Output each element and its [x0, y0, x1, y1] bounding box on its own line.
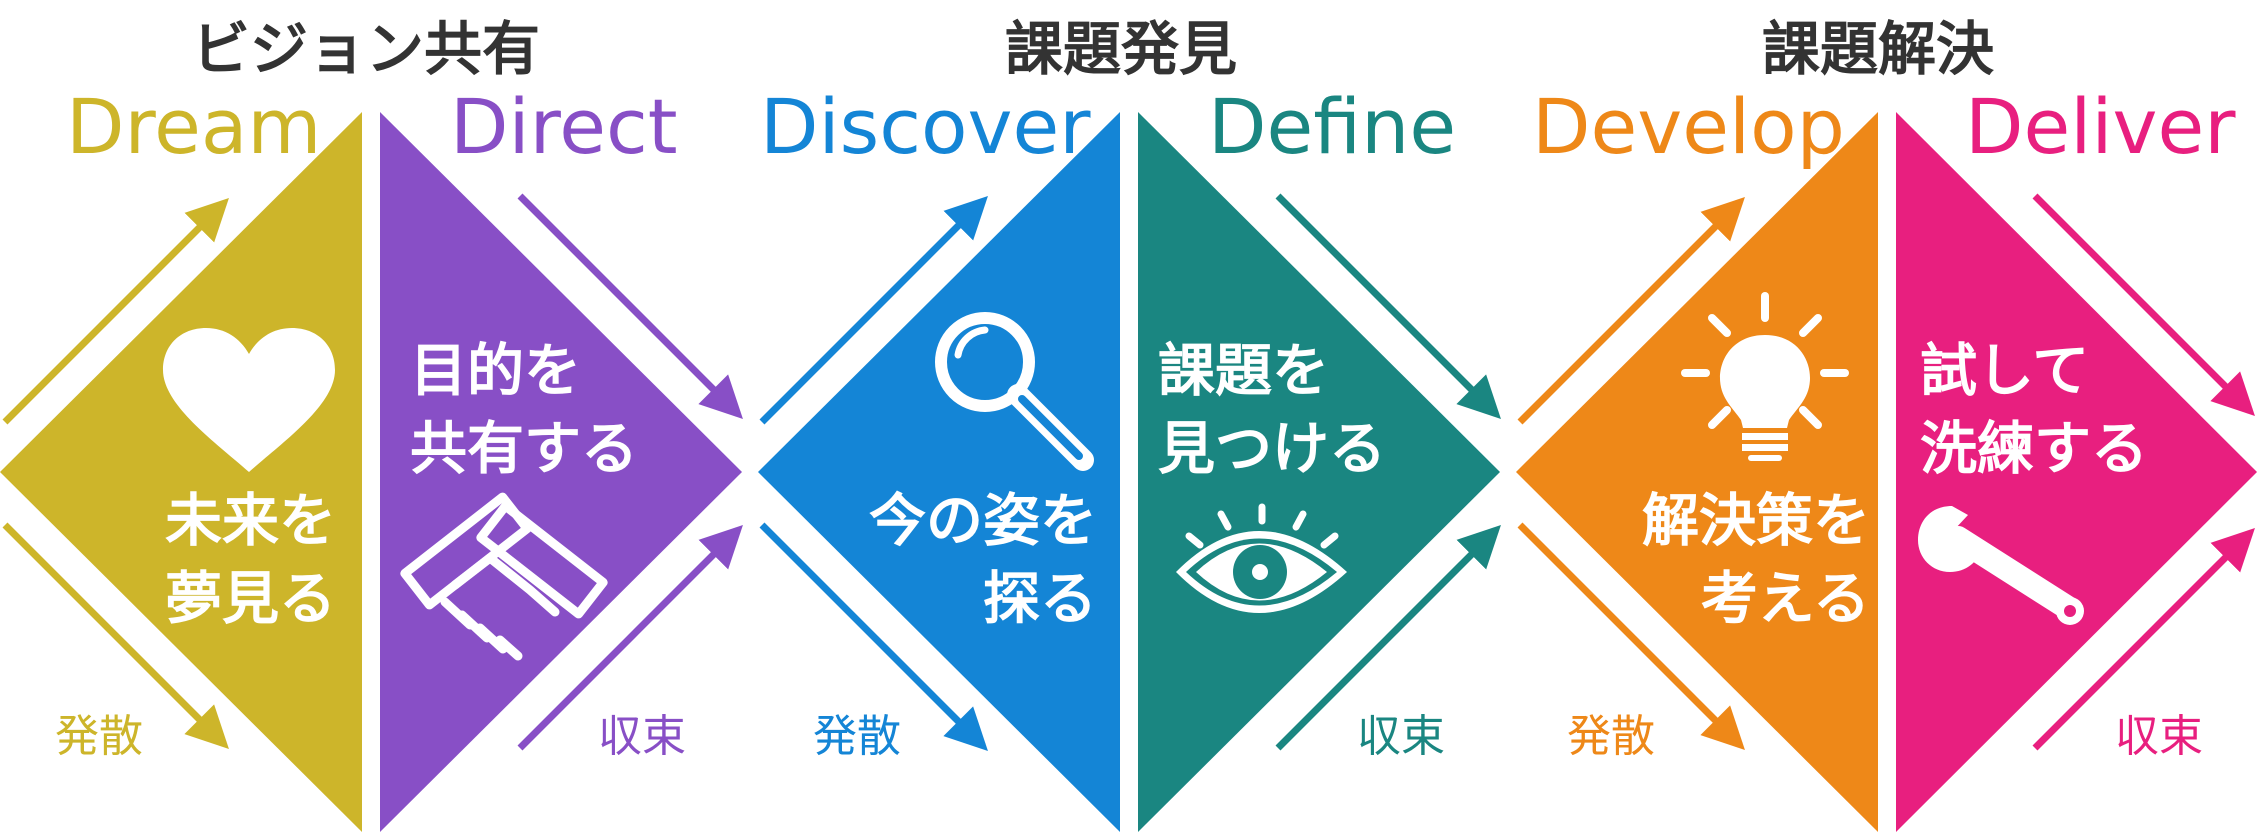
develop-arrow-down — [1517, 522, 1745, 750]
direct-arrow-up — [517, 525, 743, 751]
deliver-triangle — [1896, 112, 2257, 832]
discover-triangle — [758, 112, 1120, 832]
direct-triangle — [380, 112, 742, 832]
mode-label-dream: 発散 — [55, 711, 143, 762]
stage-text-line: 目的を — [410, 338, 581, 404]
stage-name-define: Define — [1208, 82, 1457, 171]
magnifier-icon — [935, 312, 1094, 471]
stage-text-line: 共有する — [410, 416, 638, 482]
stage-text-line: 探る — [983, 566, 1097, 632]
mode-label-deliver: 収束 — [2115, 711, 2203, 762]
stage-name-dream: Dream — [66, 82, 322, 171]
dream-arrow-up — [2, 198, 229, 425]
stage-text-line: 試して — [1920, 338, 2090, 404]
mode-label-define: 収束 — [1357, 711, 1445, 762]
stage-text-discover: 今の姿を 探る — [842, 482, 1097, 638]
stage-text-line: 今の姿を — [869, 488, 1097, 554]
stage-name-develop: Develop — [1532, 82, 1845, 171]
deliver-arrow-down — [2032, 193, 2255, 416]
lightbulb-icon — [1681, 292, 1849, 461]
define-arrow-up — [1275, 525, 1501, 751]
mode-label-discover: 発散 — [813, 711, 901, 762]
stage-name-deliver: Deliver — [1965, 82, 2236, 171]
handshake-icon — [400, 492, 608, 661]
direct-arrow-down — [517, 193, 743, 419]
define-arrow-down — [1275, 193, 1501, 419]
phase-title-solution: 課題解決 — [1762, 15, 1995, 83]
stage-text-develop: 解決策を 考える — [1605, 482, 1870, 638]
define-triangle — [1138, 112, 1500, 832]
mode-label-develop: 発散 — [1567, 711, 1655, 762]
stage-text-deliver: 試して 洗練する — [1920, 332, 2148, 488]
heart-icon — [163, 328, 335, 472]
discover-arrow-down — [759, 522, 988, 751]
stage-name-discover: Discover — [760, 82, 1091, 171]
stage-name-direct: Direct — [450, 82, 678, 171]
stage-text-dream: 未来を 夢見る — [165, 482, 336, 638]
stage-text-line: 課題を — [1158, 338, 1329, 404]
dream-arrow-down — [2, 522, 229, 749]
mode-label-direct: 収束 — [598, 711, 686, 762]
stage-text-define: 課題を 見つける — [1158, 332, 1386, 488]
stage-text-line: 見つける — [1158, 416, 1386, 482]
stage-text-line: 夢見る — [165, 566, 336, 632]
phase-title-discovery: 課題発見 — [1005, 15, 1238, 83]
discover-arrow-up — [759, 196, 988, 425]
stage-text-line: 未来を — [165, 488, 336, 554]
phase-title-vision: ビジョン共有 — [192, 15, 541, 83]
eye-icon — [1176, 503, 1347, 613]
wrench-icon — [1918, 506, 2084, 625]
develop-arrow-up — [1517, 197, 1745, 425]
stage-text-line: 解決策を — [1642, 488, 1870, 554]
stage-text-direct: 目的を 共有する — [410, 332, 638, 488]
dream-triangle — [0, 112, 362, 832]
stage-text-line: 洗練する — [1920, 416, 2148, 482]
develop-triangle — [1516, 112, 1878, 832]
deliver-arrow-up — [2032, 528, 2255, 751]
stage-text-line: 考える — [1700, 566, 1870, 632]
